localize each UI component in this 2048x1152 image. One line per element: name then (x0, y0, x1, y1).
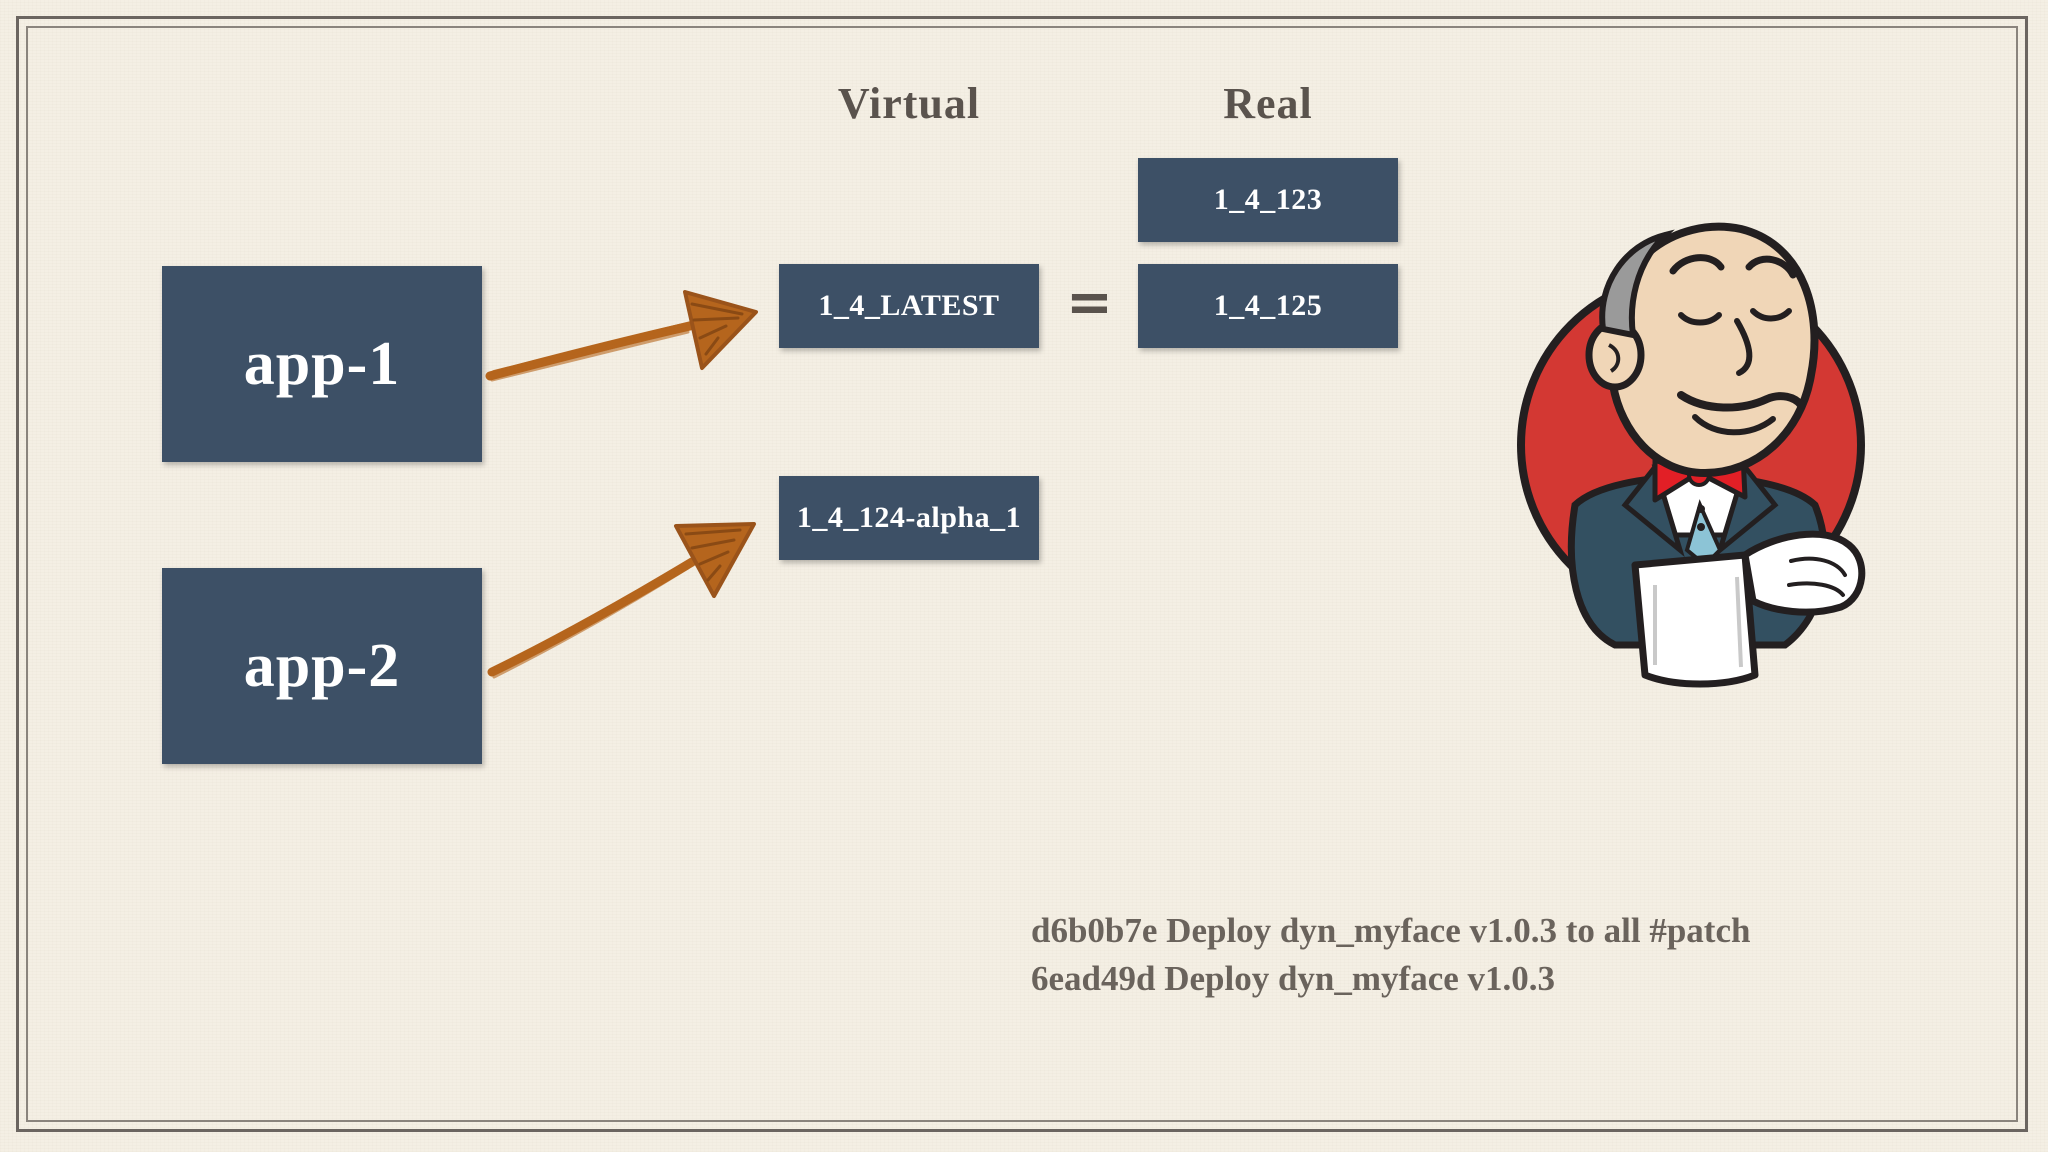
hand-drawn-arrow-icon (487, 522, 756, 679)
real-tag-label: 1_4_125 (1213, 289, 1323, 322)
app-box-app-2: app-2 (162, 568, 482, 764)
slide-frame-inner (26, 26, 2018, 1122)
hand-drawn-arrow-icon (485, 290, 758, 382)
real-tag-label: 1_4_123 (1213, 183, 1323, 216)
real-tag-125: 1_4_125 (1138, 264, 1398, 348)
real-tag-123: 1_4_123 (1138, 158, 1398, 242)
slide-frame-outer (16, 16, 2028, 1132)
virtual-tag-label: 1_4_124-alpha_1 (796, 501, 1022, 534)
virtual-tag-label: 1_4_LATEST (818, 289, 1000, 322)
commit-line: 6ead49d Deploy dyn_myface v1.0.3 (1031, 959, 1556, 998)
jenkins-butler-icon (1517, 222, 1866, 688)
virtual-tag-latest: 1_4_LATEST (779, 264, 1039, 348)
virtual-tag-alpha: 1_4_124-alpha_1 (779, 476, 1039, 560)
app-label: app-2 (243, 631, 401, 700)
commit-line: d6b0b7e Deploy dyn_myface v1.0.3 to all … (1031, 911, 1751, 950)
equals-sign: = (1066, 270, 1113, 335)
app-label: app-1 (243, 329, 401, 398)
virtual-column-header: Virtual (837, 79, 981, 128)
app-box-app-1: app-1 (162, 266, 482, 462)
real-column-header: Real (1223, 79, 1313, 128)
